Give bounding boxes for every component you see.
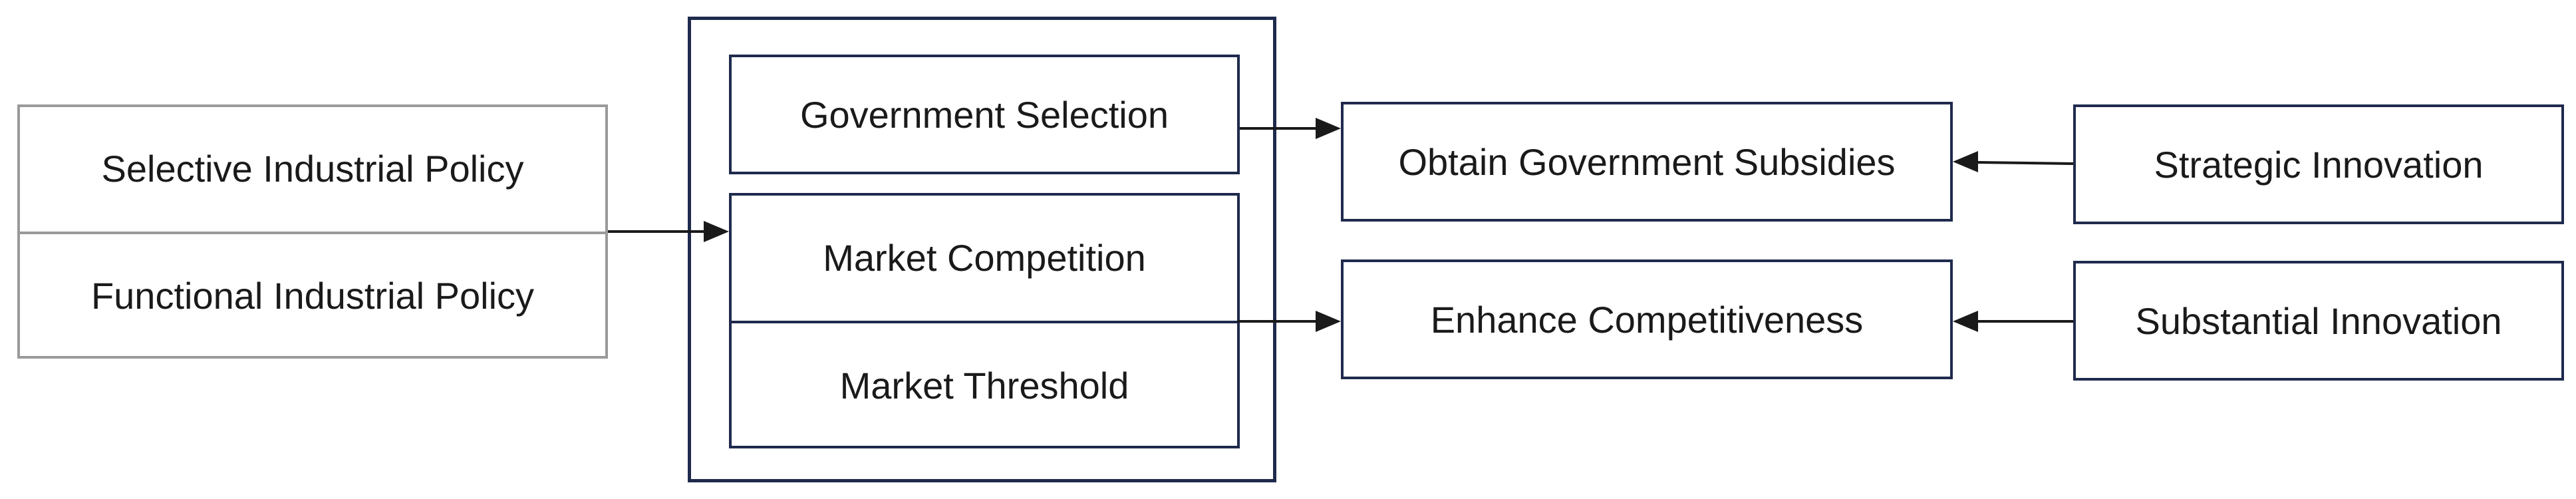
arrowhead-strategic-to-subsidies xyxy=(1953,151,1978,172)
enhance-competitiveness-box: Enhance Competitiveness xyxy=(1341,259,1953,379)
policy-divider-line xyxy=(20,232,605,234)
arrowhead-market-to-competitiveness xyxy=(1316,311,1341,332)
functional-industrial-policy-box: Functional Industrial Policy xyxy=(17,233,608,359)
substantial-innovation-label: Substantial Innovation xyxy=(2135,299,2502,342)
obtain-government-subsidies-box: Obtain Government Subsidies xyxy=(1341,102,1953,222)
functional-industrial-policy-label: Functional Industrial Policy xyxy=(90,275,535,317)
government-selection-box: Government Selection xyxy=(729,55,1240,174)
enhance-competitiveness-label: Enhance Competitiveness xyxy=(1430,298,1864,341)
market-competition-box: Market Competition xyxy=(729,193,1240,322)
arrowhead-substantial-to-competitiveness xyxy=(1953,311,1978,332)
obtain-government-subsidies-label: Obtain Government Subsidies xyxy=(1398,140,1896,183)
strategic-innovation-label: Strategic Innovation xyxy=(2154,143,2484,186)
market-threshold-label: Market Threshold xyxy=(839,364,1129,407)
strategic-innovation-box: Strategic Innovation xyxy=(2073,104,2564,224)
substantial-innovation-box: Substantial Innovation xyxy=(2073,261,2564,381)
arrowhead-selection-to-subsidies xyxy=(1316,118,1341,139)
market-threshold-box: Market Threshold xyxy=(729,322,1240,448)
mechanism-container xyxy=(688,17,1276,482)
arrowhead-policy-to-market xyxy=(704,221,729,242)
market-competition-label: Market Competition xyxy=(823,236,1146,279)
selective-industrial-policy-box: Selective Industrial Policy xyxy=(17,104,608,233)
market-divider-line xyxy=(732,321,1237,323)
selective-industrial-policy-label: Selective Industrial Policy xyxy=(101,148,524,190)
government-selection-label: Government Selection xyxy=(799,93,1169,136)
arrow-strategic-to-subsidies xyxy=(1976,161,2074,165)
